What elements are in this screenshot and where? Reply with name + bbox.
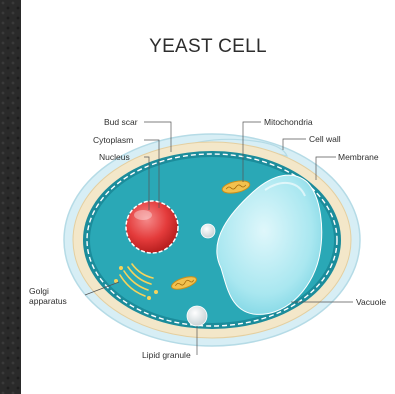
label-nucleus: Nucleus [99, 152, 130, 162]
diagram-panel: YEAST CELL [21, 0, 395, 394]
lipid-granule-shape [187, 306, 207, 326]
label-vacuole: Vacuole [356, 297, 386, 307]
yeast-cell-illustration [21, 0, 395, 394]
label-mitochondria: Mitochondria [264, 117, 313, 127]
nucleus [126, 201, 178, 253]
label-golgi-line2: apparatus [29, 296, 67, 306]
label-golgi-line1: Golgi [29, 286, 49, 296]
small-granule [201, 224, 215, 238]
label-bud-scar: Bud scar [104, 117, 138, 127]
label-cell-wall: Cell wall [309, 134, 341, 144]
label-membrane: Membrane [338, 152, 379, 162]
label-cytoplasm: Cytoplasm [93, 135, 133, 145]
label-lipid-granule: Lipid granule [142, 350, 191, 360]
